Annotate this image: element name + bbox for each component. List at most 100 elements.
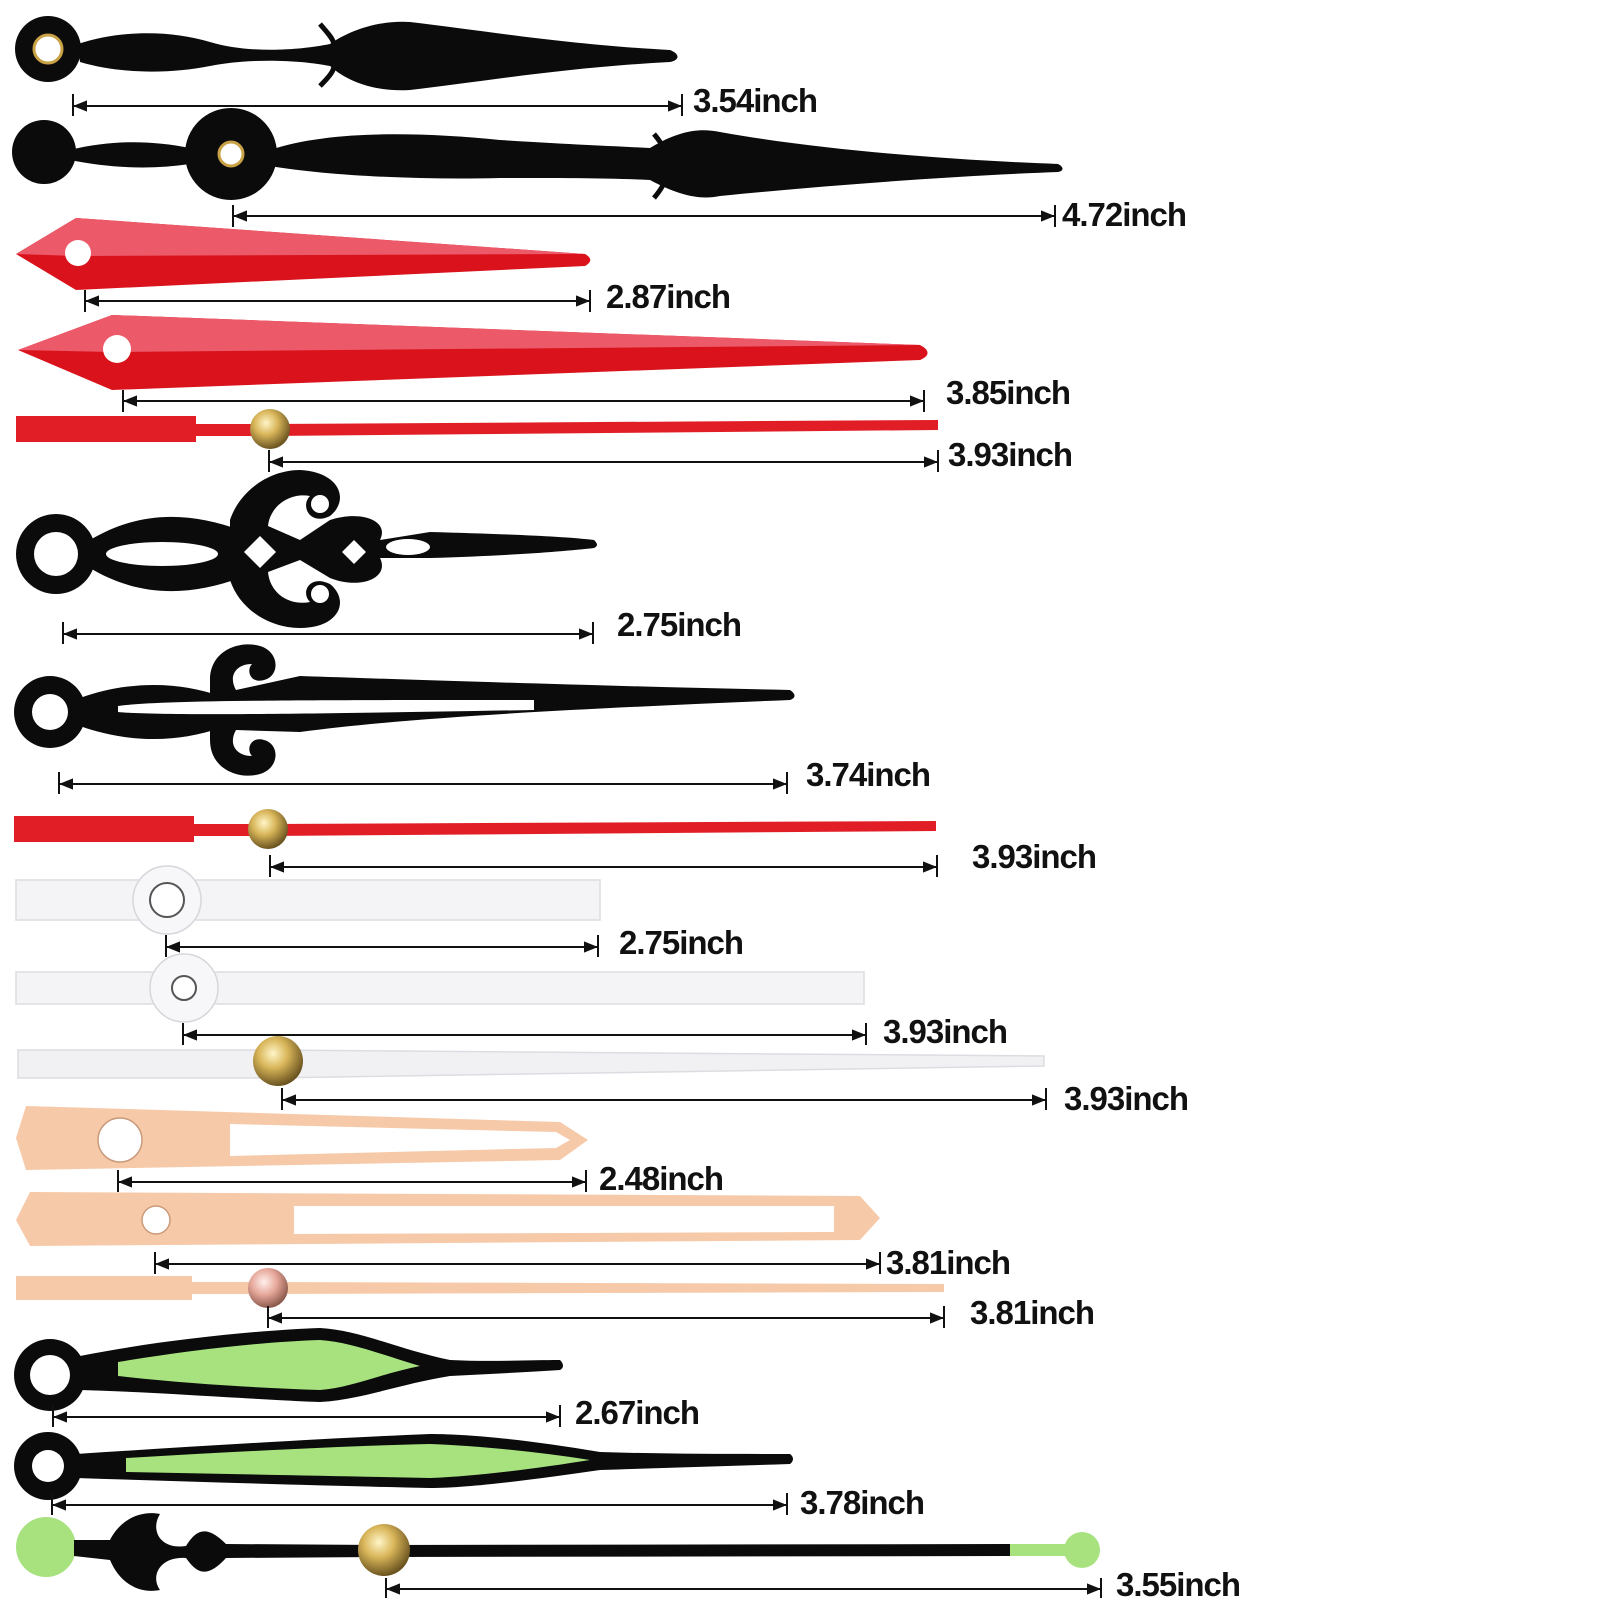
dimension-4: 3.85inch [122, 374, 1071, 412]
dimension-12: 2.48inch [117, 1160, 724, 1197]
hand-needle [196, 420, 938, 436]
hub-hole [32, 694, 68, 730]
hand-12-rosegold-skeleton-hour [16, 1106, 588, 1170]
length-label: 3.93inch [948, 436, 1072, 473]
hand-needle [192, 1282, 944, 1294]
length-label: 3.55inch [1116, 1566, 1240, 1600]
dimension-2: 4.72inch [232, 196, 1187, 233]
hub-hole [97, 1117, 143, 1163]
hand-blade [15, 971, 865, 1005]
hand-1-black-spade-hour [15, 16, 678, 91]
dimension-13: 3.81inch [154, 1244, 1011, 1281]
length-label: 2.75inch [617, 606, 741, 643]
hand-11-white-second [17, 1036, 1045, 1086]
hub-hole [149, 882, 185, 918]
scroll-eye [311, 585, 329, 603]
hand-needle [17, 1049, 1045, 1079]
brass-cap [248, 809, 288, 849]
hand-13-rosegold-skeleton-minute [16, 1192, 880, 1246]
hand-blade [70, 130, 1063, 198]
hand-3-red-sword-hour [16, 218, 591, 290]
length-label: 3.78inch [800, 1484, 924, 1521]
dimension-1: 3.54inch [72, 82, 818, 119]
dimension-5: 3.93inch [268, 436, 1073, 473]
shank-cutout [118, 700, 534, 715]
tail [16, 1276, 192, 1300]
hub-hole [141, 1205, 171, 1235]
hand-blade [78, 21, 678, 91]
length-label: 3.85inch [946, 374, 1070, 411]
hand-crossguard [652, 132, 668, 200]
tail [14, 816, 194, 842]
dimension-11: 3.93inch [281, 1080, 1189, 1117]
length-label: 3.74inch [806, 756, 930, 793]
scroll-eye [311, 495, 329, 513]
shank-cutout [106, 542, 218, 566]
lume-counterweight [16, 1517, 76, 1577]
length-label: 3.93inch [1064, 1080, 1188, 1117]
blade-highlight [18, 315, 920, 352]
length-label: 2.67inch [575, 1394, 699, 1431]
hand-needle [74, 1513, 1010, 1591]
length-label: 3.93inch [883, 1013, 1007, 1050]
hub-hole [34, 532, 78, 576]
hand-2-black-spade-minute [12, 108, 1063, 200]
length-label: 3.81inch [886, 1244, 1010, 1281]
hand-5-red-second [16, 409, 938, 449]
dimension-6: 2.75inch [62, 606, 742, 644]
lume-tip [1064, 1532, 1100, 1568]
hand-15-lume-hour [14, 1328, 563, 1411]
hand-14-rosegold-second [16, 1268, 944, 1308]
blade-highlight [16, 218, 585, 256]
rose-cap [248, 1268, 288, 1308]
lume-fill [118, 1340, 420, 1390]
length-label: 3.93inch [972, 838, 1096, 875]
dimension-10: 3.93inch [182, 1013, 1008, 1050]
dimension-16: 3.78inch [51, 1484, 925, 1521]
diamond-cutout [244, 536, 276, 568]
length-label: 2.75inch [619, 924, 743, 961]
tail [16, 416, 196, 442]
length-label: 2.87inch [606, 278, 730, 315]
hand-9-white-baton-hour [15, 865, 601, 935]
dimension-8: 3.93inch [269, 838, 1097, 877]
dimension-15: 2.67inch [52, 1394, 700, 1431]
diamond-cutout [342, 540, 366, 564]
hand-needle [194, 821, 936, 836]
hub-hole [32, 33, 64, 65]
hand-8-red-second [14, 809, 936, 849]
hand-7-black-ornate-minute [14, 644, 795, 776]
dimension-7: 3.74inch [58, 756, 931, 794]
hand-4-red-sword-minute [18, 315, 928, 390]
tip-cutout [386, 539, 430, 555]
hand-crossguard [318, 22, 337, 88]
skeleton-cutout [230, 1124, 570, 1156]
length-label: 4.72inch [1062, 196, 1186, 233]
brass-cap [253, 1036, 303, 1086]
dimension-14: 3.81inch [267, 1294, 1095, 1331]
hand-16-lume-minute [14, 1432, 793, 1500]
hand-blade [15, 879, 601, 921]
hub-hole [103, 335, 131, 363]
brass-cap [358, 1524, 410, 1576]
hub-hole [32, 1450, 64, 1482]
hand-6-black-ornate-hour [16, 470, 597, 628]
dimension-3: 2.87inch [84, 278, 731, 315]
dimension-9: 2.75inch [165, 924, 744, 961]
hub-hole [65, 240, 91, 266]
hub-hole [217, 140, 245, 168]
lume-tip-stem [1010, 1544, 1070, 1556]
length-label: 2.48inch [599, 1160, 723, 1197]
brass-cap [250, 409, 290, 449]
length-label: 3.81inch [970, 1294, 1094, 1331]
lume-fill [126, 1444, 590, 1478]
length-label: 3.54inch [693, 82, 817, 119]
hand-17-lume-second [16, 1513, 1100, 1591]
hub-hole [30, 1355, 70, 1395]
dimension-17: 3.55inch [385, 1566, 1241, 1600]
counterweight [12, 120, 76, 184]
hub-hole [171, 975, 197, 1001]
hand-10-white-baton-minute [15, 953, 865, 1023]
skeleton-cutout [294, 1206, 834, 1234]
